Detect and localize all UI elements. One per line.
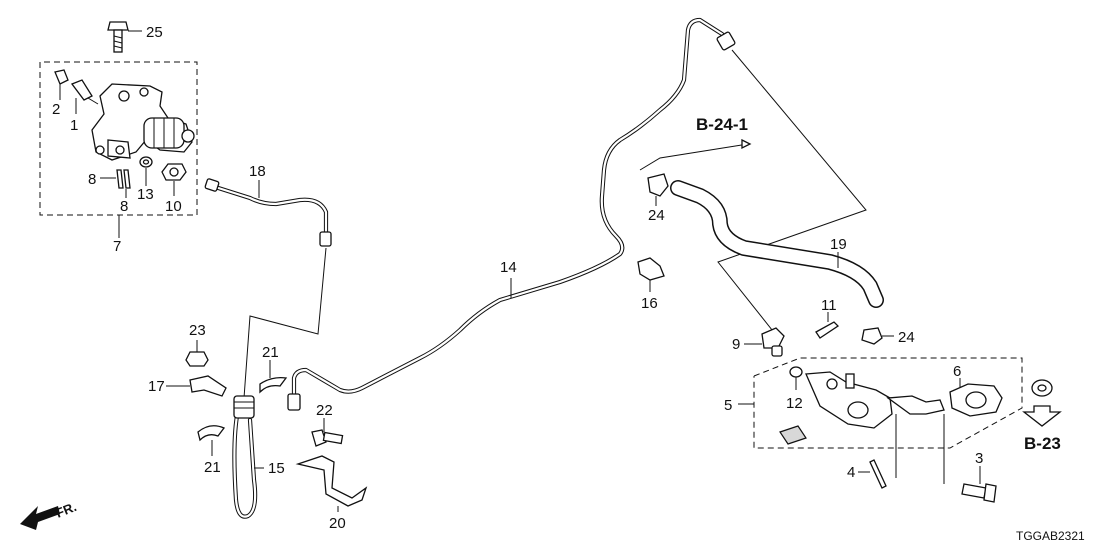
callout-20: 20 (329, 515, 346, 532)
callout-1: 1 (70, 117, 78, 134)
callout-12: 12 (786, 395, 803, 412)
direction-label: FR. (54, 499, 79, 521)
bolt-25 (107, 21, 142, 53)
leader-18-15 (243, 247, 327, 399)
callout-25: 25 (146, 24, 163, 41)
clip-21-upper (259, 360, 288, 394)
diagram-code: TGGAB2321 (1016, 529, 1085, 543)
callout-24a: 24 (648, 207, 665, 224)
ref-b-23: B-23 (1024, 434, 1061, 453)
part-8-pins (100, 169, 131, 198)
callout-3: 3 (975, 450, 983, 467)
callout-22: 22 (316, 402, 333, 419)
clip-21-lower (197, 425, 226, 456)
master-cylinder-box (39, 61, 198, 238)
callout-4: 4 (847, 464, 855, 481)
part-1-pin (70, 79, 99, 114)
callout-13: 13 (137, 186, 154, 203)
clutch-master-cylinder (91, 83, 195, 161)
part-10-fitting (161, 163, 187, 196)
hose-19 (670, 180, 884, 308)
callout-2: 2 (52, 101, 60, 118)
callout-15: 15 (268, 460, 285, 477)
front-direction-arrow (20, 506, 60, 530)
callout-7: 7 (113, 238, 121, 255)
bracket-17 (166, 375, 227, 397)
pin-4 (858, 459, 887, 489)
clip-24-upper (647, 173, 669, 206)
nut-23 (185, 340, 209, 367)
hose-15 (232, 395, 264, 519)
callout-21a: 21 (262, 344, 279, 361)
bracket-20 (295, 455, 368, 512)
callout-24b: 24 (898, 329, 915, 346)
part-13-washer (139, 156, 153, 186)
callout-21b: 21 (204, 459, 221, 476)
ref-b-24-1: B-24-1 (696, 115, 748, 134)
callout-19: 19 (830, 236, 847, 253)
callout-16: 16 (641, 295, 658, 312)
leader-b241 (639, 49, 867, 341)
pin-11 (815, 312, 840, 339)
callout-18: 18 (249, 163, 266, 180)
bolt-3 (961, 466, 997, 503)
pipe-14 (287, 17, 736, 411)
pipe-18 (204, 178, 332, 247)
callout-14: 14 (500, 259, 517, 276)
part-2-cap (54, 69, 69, 100)
callout-8a: 8 (88, 171, 96, 188)
callout-10: 10 (165, 198, 182, 215)
fitting-9 (744, 327, 785, 357)
callout-23: 23 (189, 322, 206, 339)
callout-17: 17 (148, 378, 165, 395)
washer-12 (789, 366, 803, 390)
gasket-6 (949, 378, 1003, 417)
clip-24-lower (861, 327, 894, 345)
callout-9: 9 (732, 336, 740, 353)
nut-b23 (1022, 379, 1062, 427)
callout-6: 6 (953, 363, 961, 380)
clutch-slave-cylinder (779, 371, 945, 484)
callout-5: 5 (724, 397, 732, 414)
bolt-22 (311, 418, 344, 447)
clip-16 (637, 257, 665, 292)
callout-8b: 8 (120, 198, 128, 215)
callout-11: 11 (821, 297, 837, 314)
slave-cylinder-box (738, 357, 1023, 449)
